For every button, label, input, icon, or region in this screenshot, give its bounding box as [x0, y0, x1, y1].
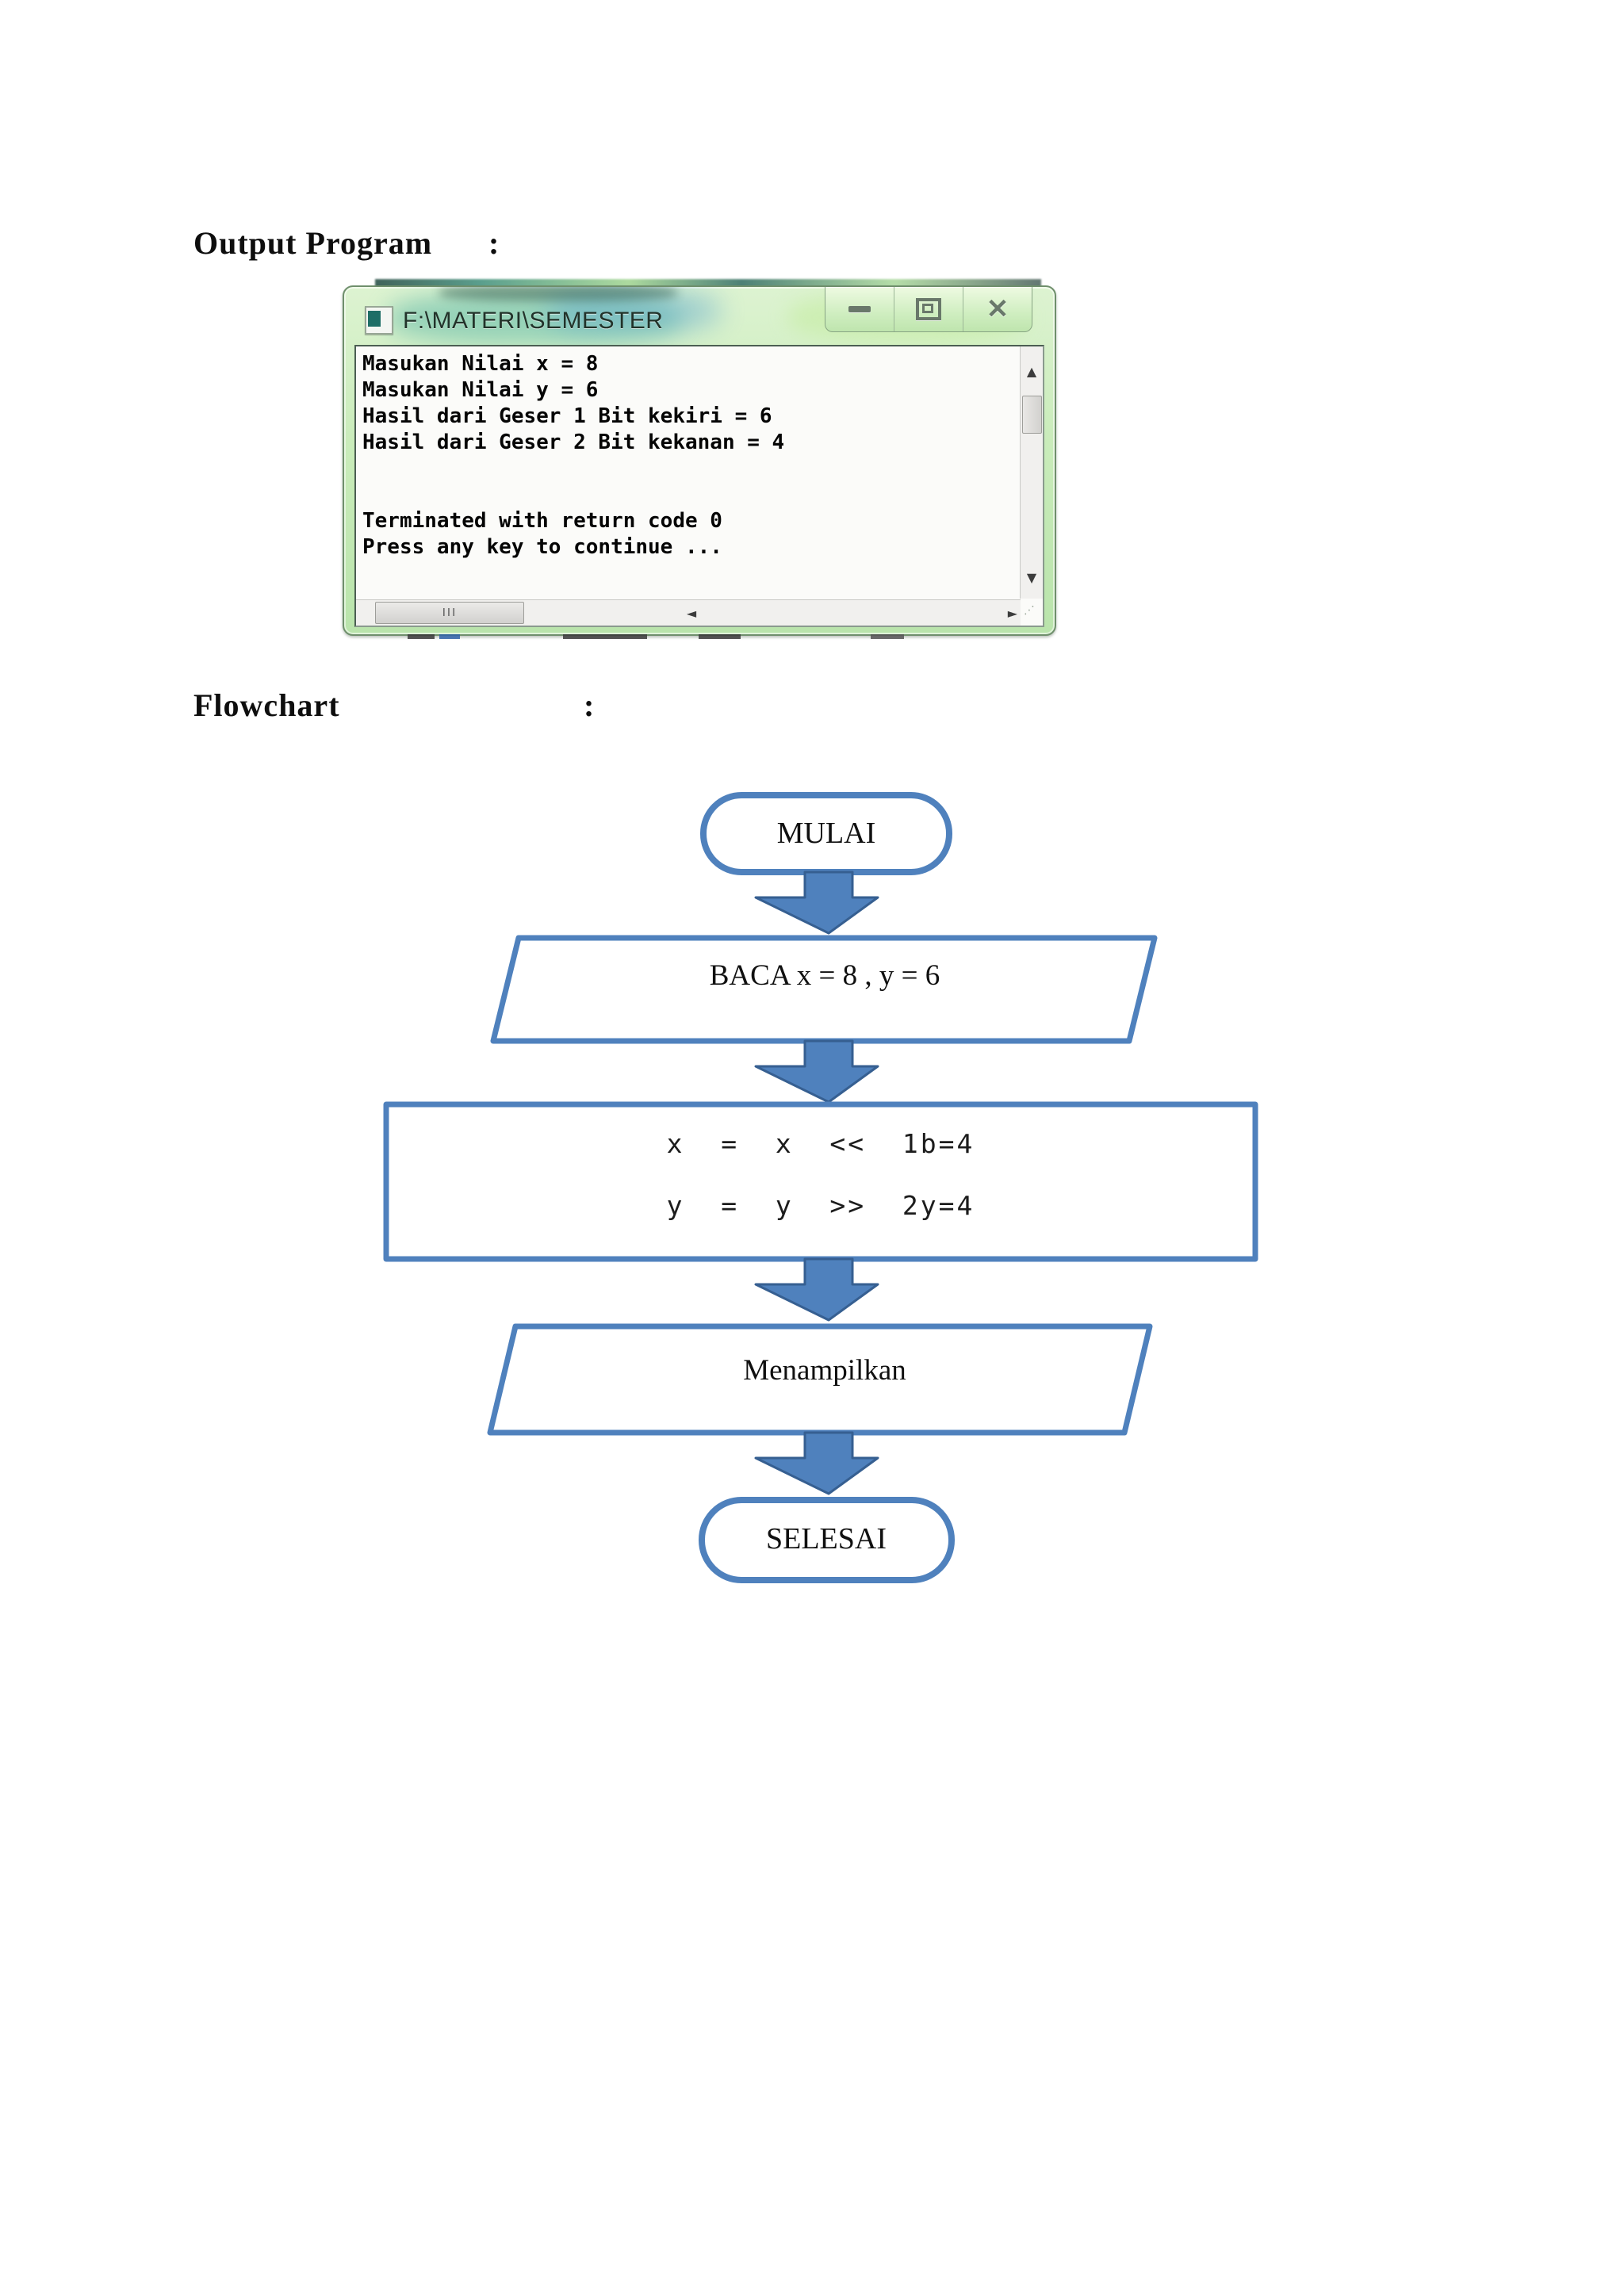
artifact-mark: [408, 634, 435, 639]
artifact-mark: [563, 634, 647, 639]
close-icon: ✕: [986, 294, 1009, 324]
flowchart-diagram: MULAI BACA x = 8 , y = 6 x = x << 1b=4 y…: [317, 777, 1348, 1617]
flowchart-display-label: Menampilkan: [743, 1354, 906, 1387]
console-line: Masukan Nilai x = 8: [362, 352, 599, 376]
console-line: Masukan Nilai y = 6: [362, 378, 599, 402]
maximize-button[interactable]: [894, 287, 963, 331]
artifact-mark: [871, 634, 904, 639]
flowchart-colon: :: [584, 687, 595, 723]
flowchart-read-label: BACA x = 8 , y = 6: [709, 959, 940, 992]
flowchart-process-shape: [383, 1101, 1258, 1262]
artifact-mark: [699, 634, 741, 639]
flow-arrow-2: [754, 1039, 879, 1104]
output-program-heading: Output Program: [193, 225, 433, 261]
console-window: F:\MATERI\SEMESTER ✕ Masukan Nilai x = 8: [343, 285, 1056, 636]
vertical-scrollbar[interactable]: ▲ ▼: [1020, 346, 1043, 599]
console-output-text: Masukan Nilai x = 8 Masukan Nilai y = 6 …: [362, 351, 784, 561]
image-artifact-band-bottom: [346, 633, 1050, 641]
maximize-icon: [916, 298, 941, 320]
resize-grip-icon[interactable]: ⋰: [1024, 604, 1036, 617]
flowchart-shapes: [383, 792, 1258, 1583]
console-line: [362, 456, 784, 482]
flowchart-display-shape: [487, 1323, 1153, 1436]
window-title: F:\MATERI\SEMESTER: [403, 308, 664, 334]
program-output-screenshot: F:\MATERI\SEMESTER ✕ Masukan Nilai x = 8: [339, 279, 1056, 641]
flowchart-start-label: MULAI: [776, 817, 876, 850]
window-titlebar: F:\MATERI\SEMESTER: [344, 287, 1055, 342]
horizontal-scrollbar[interactable]: ◄ III ►: [356, 599, 1021, 626]
artifact-mark: [439, 634, 460, 639]
scroll-down-icon[interactable]: ▼: [1026, 570, 1037, 585]
minimize-icon: [848, 306, 871, 312]
flowchart-end-label: SELESAI: [766, 1522, 887, 1556]
console-line: Hasil dari Geser 1 Bit kekiri = 6: [362, 404, 772, 428]
image-artifact-band-top: [375, 279, 1041, 288]
vertical-scroll-thumb[interactable]: [1022, 396, 1042, 434]
scroll-left-icon[interactable]: ◄: [686, 606, 697, 621]
console-line: Press any key to continue ...: [362, 535, 722, 559]
horizontal-scroll-thumb[interactable]: III: [375, 602, 524, 624]
console-client-area: Masukan Nilai x = 8 Masukan Nilai y = 6 …: [354, 345, 1044, 627]
console-line: [362, 482, 784, 508]
glass-blur-teal: [388, 292, 681, 344]
flow-arrow-4: [754, 1431, 879, 1495]
console-line: Terminated with return code 0: [362, 509, 722, 533]
flow-arrow-3: [754, 1257, 879, 1322]
flowchart-heading: Flowchart: [193, 687, 340, 723]
glass-blur-blue: [546, 289, 721, 333]
maximize-icon-inner: [922, 304, 933, 313]
console-icon-inner: [368, 311, 381, 327]
glass-blur-dark: [439, 287, 677, 301]
close-button[interactable]: ✕: [963, 287, 1032, 331]
flowchart-read-shape: [490, 935, 1158, 1044]
console-line: Hasil dari Geser 2 Bit kekanan = 4: [362, 430, 785, 454]
flowchart-process-line2: y = y >> 2y=4: [666, 1190, 975, 1221]
flowchart-process-line1: x = x << 1b=4: [666, 1128, 975, 1159]
output-program-colon: :: [488, 225, 500, 261]
scroll-right-icon[interactable]: ►: [1007, 606, 1017, 621]
scroll-up-icon[interactable]: ▲: [1026, 364, 1037, 379]
console-icon: [365, 306, 393, 335]
caption-button-group: ✕: [825, 287, 1032, 332]
minimize-button[interactable]: [825, 287, 894, 331]
flow-arrow-1: [754, 871, 879, 935]
flowchart-end-shape: [699, 1497, 955, 1583]
